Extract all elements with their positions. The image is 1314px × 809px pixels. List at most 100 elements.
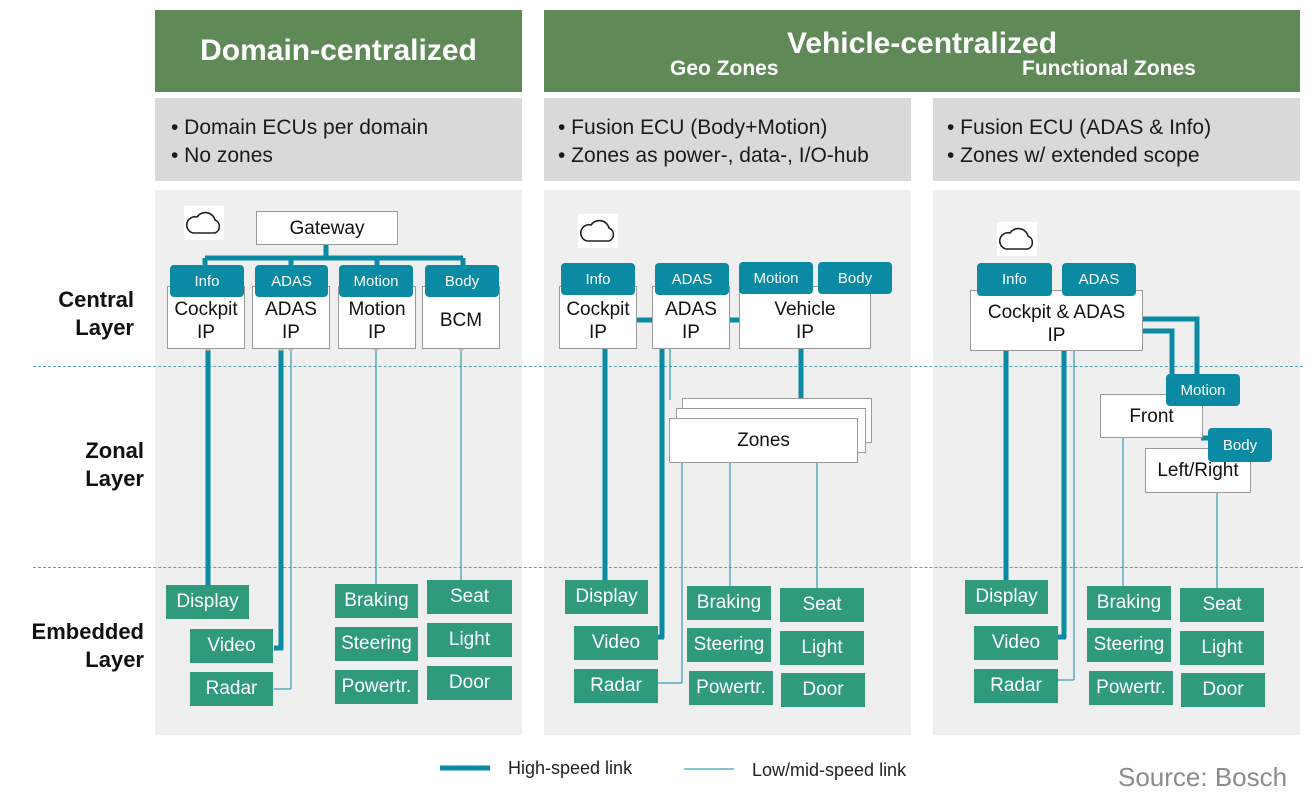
- cloud-icon: [578, 214, 618, 248]
- tag-adas: ADAS: [1062, 263, 1136, 296]
- ecu-cockpit-ip: Cockpit IP: [559, 286, 637, 349]
- description-line: • Zones w/ extended scope: [947, 144, 1200, 167]
- embedded-steering: Steering: [687, 628, 771, 662]
- embedded-powertr: Powertr.: [689, 671, 773, 705]
- description-line: • Fusion ECU (Body+Motion): [558, 116, 828, 139]
- embedded-radar: Radar: [190, 672, 273, 706]
- header-subtitle-geo: Geo Zones: [670, 57, 779, 80]
- ecu-label: Cockpit: [174, 298, 238, 320]
- tag-adas: ADAS: [655, 263, 729, 295]
- tag-motion: Motion: [739, 262, 813, 294]
- tag-body: Body: [1208, 428, 1272, 462]
- embedded-video: Video: [574, 626, 658, 660]
- ecu-label: IP: [796, 321, 814, 343]
- cloud-icon: [997, 222, 1037, 256]
- zones-box: Zones: [669, 418, 858, 463]
- legend-high-speed-label: High-speed link: [508, 758, 633, 778]
- ecu-label: Motion: [348, 298, 406, 320]
- ecu-label: Cockpit: [566, 298, 630, 320]
- ecu-label: IP: [589, 321, 607, 343]
- ecu-label: BCM: [439, 310, 483, 331]
- ecu-label: ADAS: [665, 298, 717, 320]
- embedded-display: Display: [965, 580, 1048, 614]
- embedded-powertr: Powertr.: [1089, 671, 1173, 705]
- description-line: • Fusion ECU (ADAS & Info): [947, 116, 1212, 139]
- layer-label-line: Layer: [85, 466, 144, 491]
- embedded-powertr: Powertr.: [335, 670, 418, 704]
- ecu-label: Vehicle: [774, 298, 836, 320]
- embedded-door: Door: [427, 666, 512, 700]
- description-domain: • Domain ECUs per domain • No zones: [155, 98, 522, 181]
- zone-left-right: Left/Right: [1145, 448, 1251, 493]
- ecu-label: Front: [1129, 405, 1174, 427]
- description-line: • No zones: [171, 144, 273, 167]
- header-vehicle-centralized: Vehicle-centralized Geo Zones Functional…: [544, 10, 1300, 92]
- tag-adas: ADAS: [255, 265, 328, 297]
- embedded-steering: Steering: [1087, 628, 1171, 662]
- source-credit: Source: Bosch: [1118, 762, 1288, 792]
- embedded-door: Door: [1181, 673, 1265, 707]
- tag-info: Info: [561, 263, 635, 295]
- layer-label-line: Zonal: [85, 438, 144, 463]
- layer-label-line: Central: [58, 287, 134, 312]
- layer-label-zonal: Zonal Layer: [10, 437, 144, 493]
- ecu-label: Zones: [737, 430, 790, 451]
- tag-body: Body: [818, 262, 892, 294]
- ecu-label: IP: [282, 321, 300, 343]
- embedded-radar: Radar: [974, 669, 1058, 703]
- ecu-label: IP: [197, 321, 215, 343]
- layer-separator: [33, 366, 1303, 367]
- header-domain-centralized: Domain-centralized: [155, 10, 522, 92]
- tag-body: Body: [425, 265, 499, 297]
- ecu-vehicle-ip: Vehicle IP: [739, 286, 871, 349]
- ecu-label: IP: [368, 321, 386, 343]
- header-title: Vehicle-centralized: [786, 27, 1058, 60]
- description-line: • Zones as power-, data-, I/O-hub: [558, 144, 869, 167]
- embedded-display: Display: [166, 585, 249, 619]
- embedded-seat: Seat: [1180, 588, 1264, 622]
- ecu-label: Gateway: [289, 217, 365, 239]
- high-speed-link: [1141, 316, 1200, 374]
- embedded-braking: Braking: [1087, 586, 1171, 620]
- ecu-label: IP: [682, 321, 700, 343]
- layer-label-embedded: Embedded Layer: [10, 618, 144, 674]
- embedded-video: Video: [190, 629, 273, 663]
- high-speed-link: [1141, 328, 1175, 376]
- embedded-steering: Steering: [335, 627, 418, 661]
- header-title: Domain-centralized: [200, 34, 477, 67]
- embedded-seat: Seat: [427, 580, 512, 614]
- tag-motion: Motion: [1166, 374, 1240, 406]
- ecu-label: IP: [1047, 324, 1066, 346]
- embedded-video: Video: [974, 626, 1058, 660]
- gateway-box: Gateway: [256, 211, 398, 245]
- layer-label-line: Layer: [85, 647, 144, 672]
- tag-info: Info: [977, 263, 1052, 296]
- embedded-braking: Braking: [335, 584, 418, 618]
- ecu-adas-ip: ADAS IP: [652, 286, 730, 349]
- tag-motion: Motion: [339, 265, 413, 297]
- description-functional: • Fusion ECU (ADAS & Info) • Zones w/ ex…: [933, 98, 1300, 181]
- legend-low-speed-label: Low/mid-speed link: [752, 760, 907, 780]
- embedded-light: Light: [780, 631, 864, 665]
- ecu-label: Left/Right: [1157, 460, 1239, 481]
- ecu-cockpit-adas-ip: Cockpit & ADAS IP: [970, 290, 1143, 351]
- embedded-display: Display: [565, 580, 648, 614]
- description-geo: • Fusion ECU (Body+Motion) • Zones as po…: [544, 98, 911, 181]
- embedded-door: Door: [781, 673, 865, 707]
- embedded-light: Light: [1180, 631, 1264, 665]
- ecu-label: ADAS: [265, 298, 317, 320]
- description-line: • Domain ECUs per domain: [171, 116, 429, 139]
- embedded-seat: Seat: [780, 588, 864, 622]
- ecu-label: Cockpit & ADAS: [987, 301, 1126, 323]
- embedded-braking: Braking: [687, 586, 771, 620]
- layer-label-central: Central Layer: [10, 286, 134, 342]
- tag-info: Info: [170, 265, 244, 297]
- layer-label-line: Embedded: [31, 619, 144, 644]
- embedded-radar: Radar: [574, 669, 658, 703]
- embedded-light: Light: [427, 623, 512, 657]
- layer-separator: [33, 567, 1303, 568]
- header-subtitle-functional: Functional Zones: [1022, 57, 1196, 80]
- cloud-icon: [184, 206, 224, 240]
- layer-label-line: Layer: [75, 315, 134, 340]
